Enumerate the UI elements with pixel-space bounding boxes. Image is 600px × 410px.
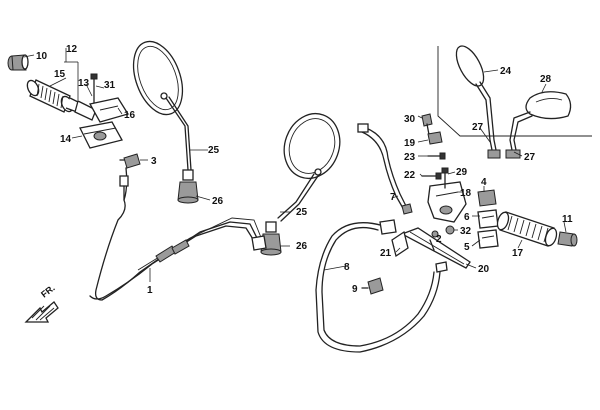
callout-16: 16 (124, 110, 136, 121)
throttle-pipe (74, 100, 97, 121)
alternate-mirror-24 (455, 45, 501, 159)
callout-19: 19 (404, 138, 416, 149)
throttle-housing-lower (79, 121, 123, 149)
callout-3: 3 (151, 156, 157, 167)
left-grip-assembly (7, 54, 130, 149)
callout-20: 20 (478, 264, 490, 275)
center-mirror (277, 112, 341, 222)
bolt-29 (441, 167, 449, 189)
nut-32 (445, 225, 455, 235)
switch-housing-4 (477, 189, 497, 207)
switch-cable-7 (357, 123, 413, 215)
callout-24: 24 (500, 66, 512, 77)
callout-18: 18 (460, 188, 472, 199)
throttle-cable-1 (89, 167, 267, 301)
part-19 (427, 131, 443, 145)
switch-housing-5 (477, 229, 499, 249)
callout-1: 1 (147, 285, 153, 296)
callout-22: 22 (404, 170, 416, 181)
callout-12: 12 (66, 44, 78, 55)
callout-4: 4 (481, 177, 487, 188)
callout-25-left: 25 (208, 145, 220, 156)
grip-end-cap-right (557, 231, 578, 247)
switch-part-3 (119, 153, 141, 169)
master-cylinder-18 (427, 181, 467, 223)
callout-5: 5 (464, 242, 470, 253)
callout-15: 15 (54, 69, 66, 80)
alternate-mirror-28 (505, 91, 572, 159)
grip-end-cap-left (7, 54, 29, 71)
left-grip (26, 79, 81, 113)
front-direction-marker: FR. (24, 283, 59, 323)
throttle-housing-upper (89, 97, 130, 123)
callout-13: 13 (78, 78, 90, 89)
leader-lines (23, 48, 567, 289)
callout-17: 17 (512, 248, 524, 259)
callout-27-left: 27 (472, 122, 484, 133)
cable-end-9 (361, 277, 384, 295)
callout-8: 8 (344, 262, 350, 273)
front-direction-label: FR. (39, 283, 57, 300)
left-mirror-mount-26 (177, 169, 199, 204)
callout-29: 29 (456, 167, 468, 178)
callout-11: 11 (562, 214, 573, 225)
callout-31: 31 (104, 80, 116, 91)
callout-numbers: 10 12 15 13 31 16 14 3 25 26 25 26 1 8 9… (36, 44, 573, 296)
screw-31 (90, 73, 98, 105)
callout-27-right: 27 (524, 152, 536, 163)
callout-10: 10 (36, 51, 48, 62)
alternate-mirror-box (437, 46, 592, 137)
screw-22 (421, 172, 442, 180)
left-mirror (132, 40, 192, 171)
callout-14: 14 (60, 134, 72, 145)
switch-housing-6 (477, 209, 499, 229)
callout-21: 21 (380, 248, 392, 259)
callout-7: 7 (390, 192, 396, 203)
screw-23 (427, 152, 446, 160)
brake-lever-20 (400, 227, 471, 269)
callout-30: 30 (404, 114, 416, 125)
bracket-21 (391, 230, 409, 258)
callout-6: 6 (464, 212, 470, 223)
callout-28: 28 (540, 74, 552, 85)
callout-2: 2 (436, 234, 442, 245)
callout-9: 9 (352, 284, 358, 295)
callout-25-center: 25 (296, 207, 308, 218)
callout-26-left: 26 (212, 196, 224, 207)
clutch-cable-8 (315, 219, 448, 353)
callout-26-center: 26 (296, 241, 308, 252)
callout-23: 23 (404, 152, 416, 163)
right-grip (496, 211, 558, 247)
callout-32: 32 (460, 226, 472, 237)
